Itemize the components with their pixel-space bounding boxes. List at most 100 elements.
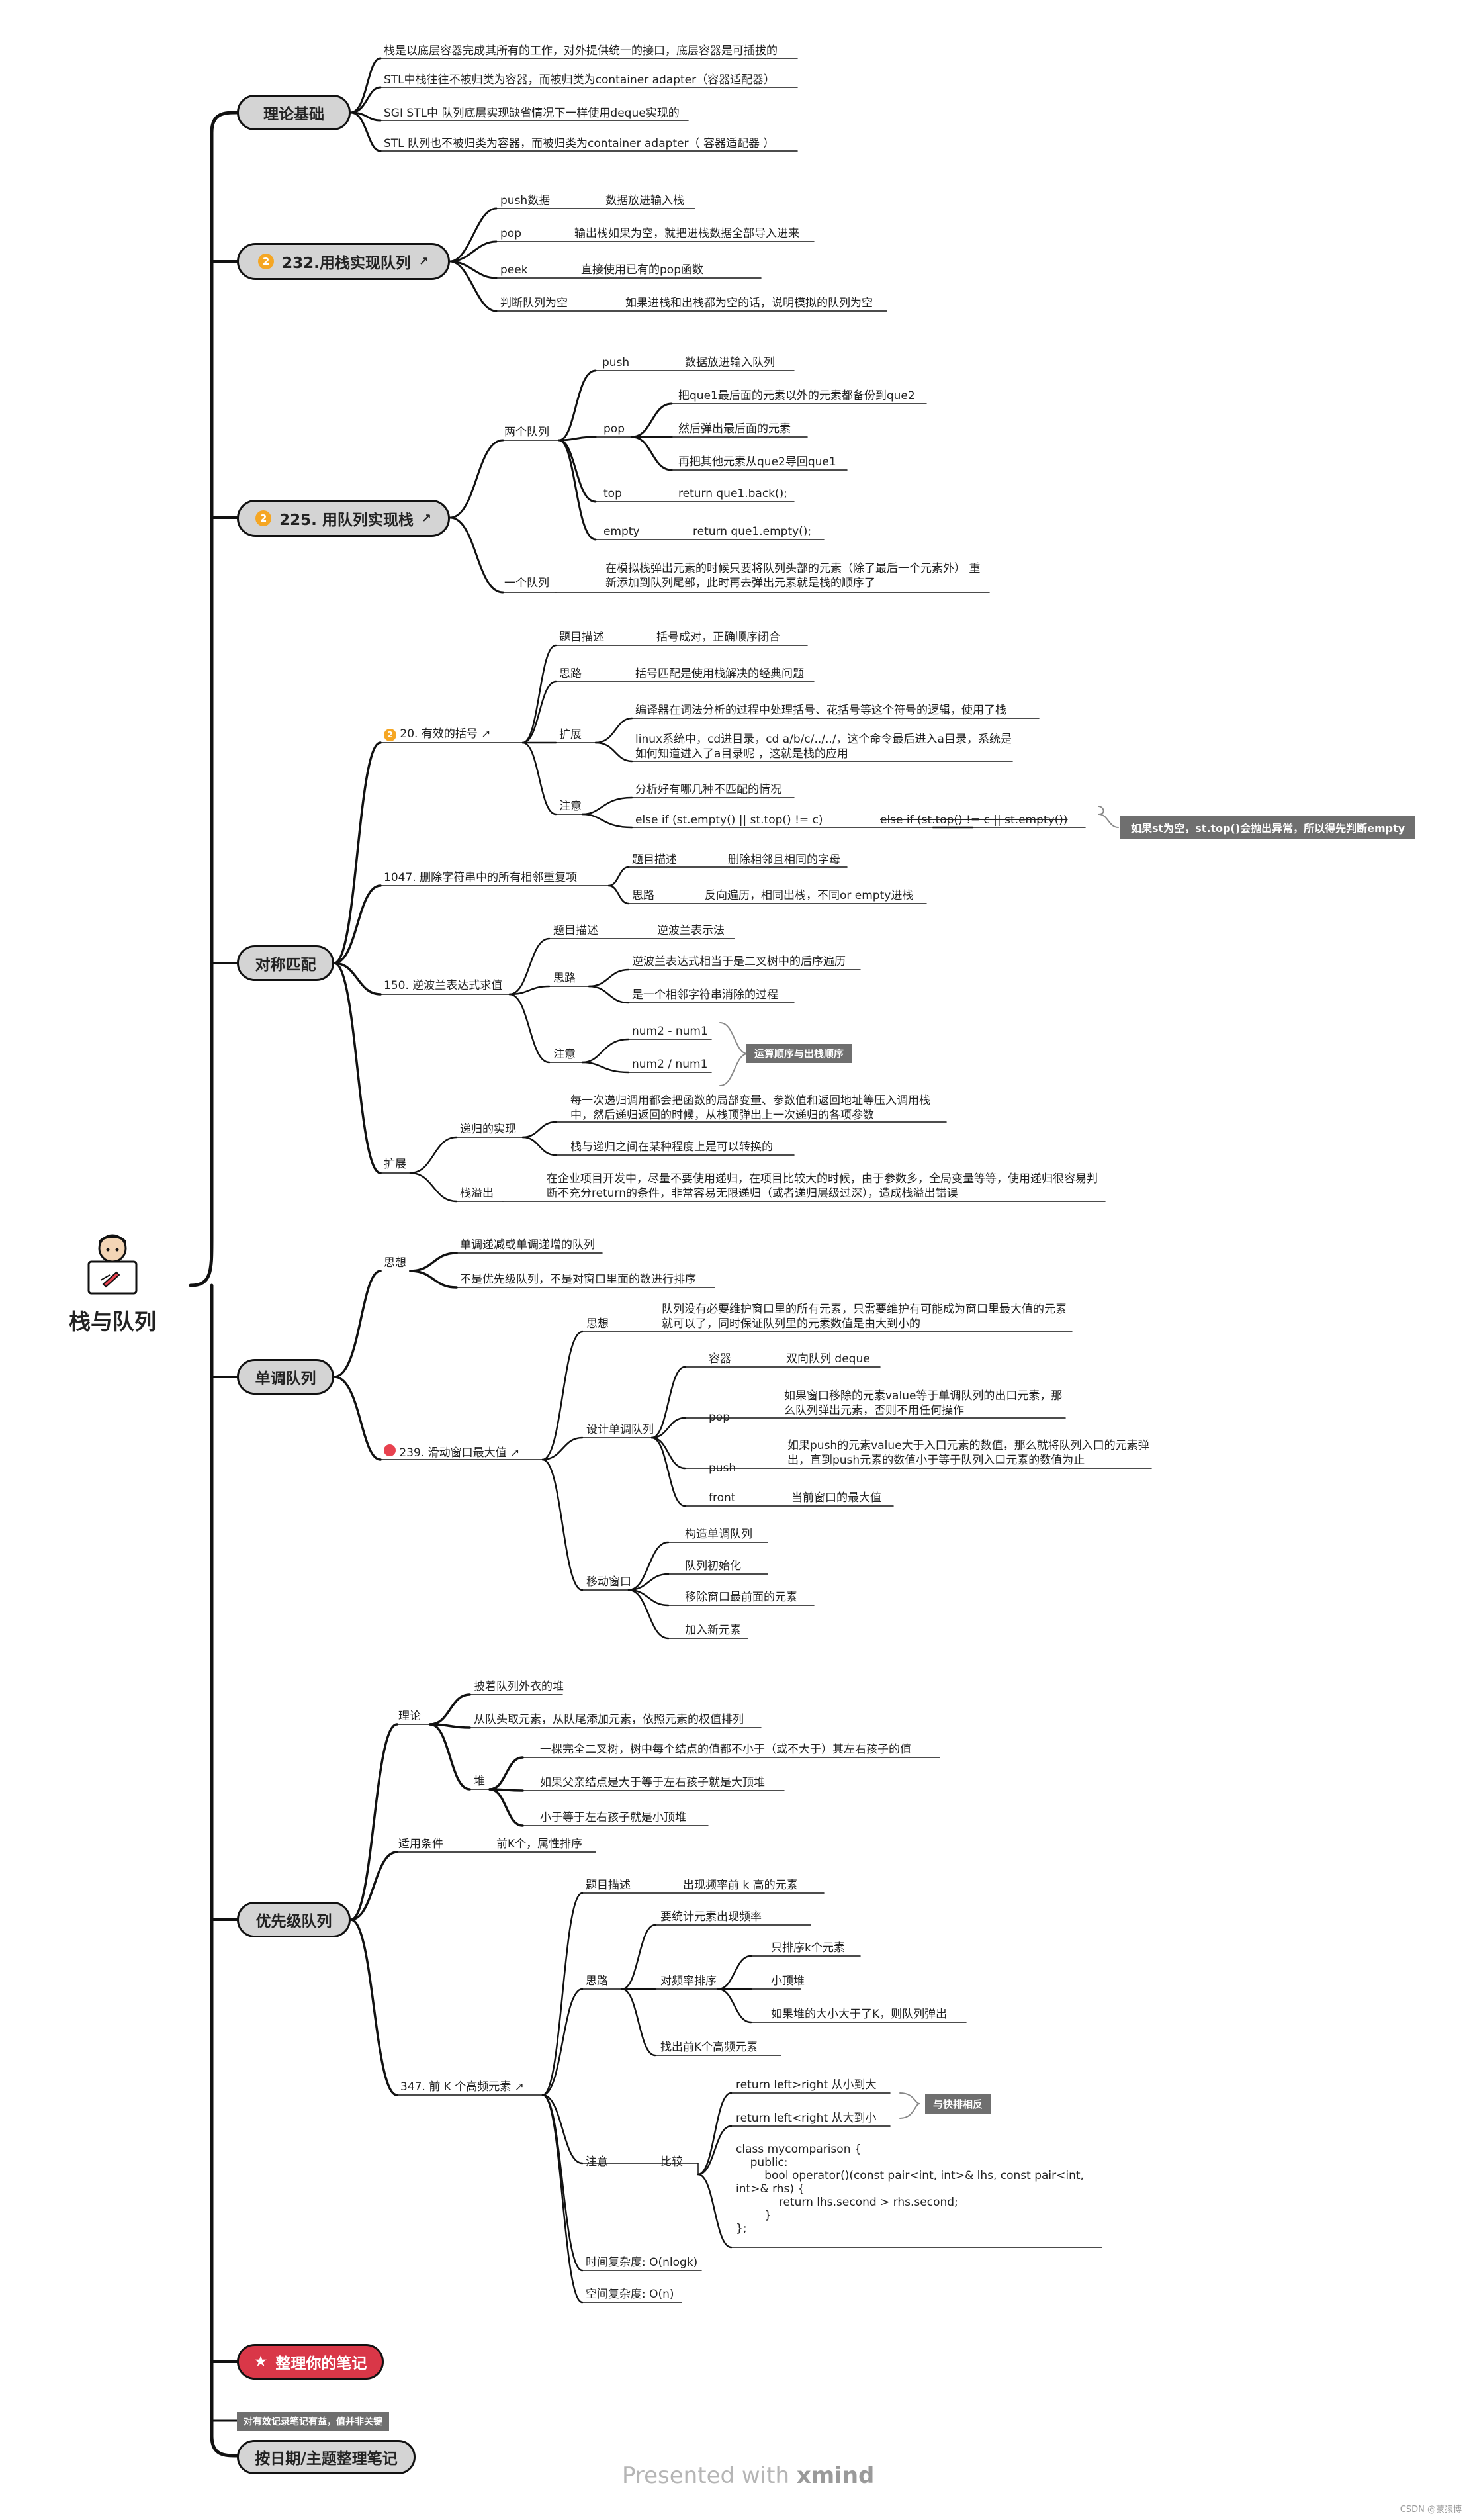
external-link-icon[interactable]: ↗ [421,511,431,526]
leaf-extension-linux: linux系统中，cd进目录，cd a/b/c/../../，这个命令最后进入a… [635,733,1012,761]
organize-by-date-button[interactable]: 按日期/主题整理笔记 [237,2440,416,2474]
leaf-add-element: 加入新元素 [685,1624,741,1637]
leaf-pop-desc: 输出栈如果为空，就把进栈数据全部导入进来 [574,227,799,240]
topic-theory-basics[interactable]: 理论基础 [237,95,351,130]
external-link-icon[interactable]: ↗ [418,254,429,269]
leaf-one-queue-desc: 在模拟栈弹出元素的时候只要将队列头部的元素（除了最后一个元素外） 重新添加到队列… [605,562,981,590]
leaf-not-priority-queue: 不是优先级队列，不是对窗口里面的数进行排序 [460,1273,696,1286]
node-applicable: 适用条件 [398,1838,443,1851]
leaf-note-wrong-order: else if (st.top() != c || st.empty()) [880,814,1068,827]
leaf-time-complexity: 时间复杂度: O(nlogk) [586,2256,698,2269]
priority-2-icon: 2 [258,254,275,269]
node-idea: 思想 [384,1256,406,1270]
leaf-front: 当前窗口的最大值 [791,1491,881,1505]
problem-20-valid-parentheses[interactable]: 2 20. 有效的括号 ↗ [384,727,491,741]
leaf-description: 删除相邻且相同的字母 [728,853,840,866]
external-link-icon[interactable]: ↗ [481,727,491,741]
leaf-idea: 反向遍历，相同出栈，不同or empty进栈 [705,889,914,902]
callout-opposite-quicksort: 与快排相反 [925,2094,991,2114]
node-description: 题目描述 [586,1879,631,1892]
node-top: top [603,487,622,500]
leaf-complete-binary-tree: 一棵完全二叉树，树中每个结点的值都不小于（或不大于）其左右孩子的值 [540,1743,911,1756]
node-note: 注意 [553,1048,576,1061]
notes-hint-callout: 对有效记录笔记有益，值并非关键 [237,2412,389,2431]
node-two-queues: 两个队列 [504,426,549,439]
leaf-min-heap: 小于等于左右孩子就是小顶堆 [540,1811,686,1824]
leaf-note-divide: num2 / num1 [632,1058,708,1071]
leaf-heap-pop: 如果堆的大小大于了K，则队列弹出 [771,2008,948,2021]
problem-239-sliding-window-max[interactable]: 239. 滑动窗口最大值 ↗ [384,1444,519,1460]
callout-operand-order: 运算顺序与出栈顺序 [746,1044,852,1063]
node-one-queue: 一个队列 [504,577,549,590]
leaf-description: 出现频率前 k 高的元素 [683,1879,798,1892]
node-front: front [709,1491,736,1505]
leaf-description: 括号成对，正确顺序闭合 [656,631,780,644]
central-topic[interactable]: 栈与队列 [53,1231,172,1336]
leaf-push-desc: 数据放进输入队列 [685,356,775,369]
leaf-monotonic: 单调递减或单调递增的队列 [460,1238,595,1252]
problem-1047-remove-duplicates[interactable]: 1047. 删除字符串中的所有相邻重复项 [384,871,578,884]
external-link-icon[interactable]: ↗ [514,2080,524,2094]
leaf-compare-descending: return left<right 从大到小 [736,2112,877,2125]
node-idea: 思路 [553,972,576,985]
leaf-pop: 如果窗口移除的元素value等于单调队列的出口元素，那么队列弹出元素，否则不用任… [784,1389,1063,1417]
student-avatar-icon [87,1234,138,1295]
node-extension: 扩展 [384,1158,406,1171]
leaf-stack-overflow-desc: 在企业项目开发中，尽量不要使用递归，在项目比较大的时候，由于参数多，全局变量等等… [547,1172,1098,1200]
leaf-extension-compiler: 编译器在词法分析的过程中处理括号、花括号等这个符号的逻辑，使用了栈 [635,704,1006,717]
leaf-pop-step3: 再把其他元素从que2导回que1 [678,455,836,469]
leaf-peek-desc: 直接使用已有的pop函数 [581,263,703,277]
leaf-note-correct-order: else if (st.empty() || st.top() != c) [635,814,823,827]
node-description: 题目描述 [559,631,604,644]
node-idea: 思路 [586,1975,608,1988]
topic-monotonic-queue[interactable]: 单调队列 [237,1359,334,1395]
leaf-note-subtract: num2 - num1 [632,1025,708,1038]
node-move-window: 移动窗口 [586,1575,631,1589]
external-link-icon[interactable]: ↗ [510,1446,520,1460]
node-description: 题目描述 [632,853,677,866]
leaf-idea-postorder: 逆波兰表达式相当于是二叉树中的后序遍历 [632,955,846,968]
node-heap: 堆 [474,1775,485,1788]
leaf-description: 逆波兰表示法 [657,924,725,937]
node-idea: 思想 [586,1317,609,1330]
node-push: push [602,356,630,369]
leaf-build-queue: 构造单调队列 [685,1528,752,1541]
node-idea: 思路 [559,667,582,680]
leaf-note-cases: 分析好有哪几种不匹配的情况 [635,783,781,796]
organize-notes-button[interactable]: ★整理你的笔记 [237,2344,384,2380]
priority-red-dot-icon [384,1444,396,1456]
star-icon: ★ [253,2353,268,2370]
leaf-stl-queue-adapter: STL 队列也不被归类为容器，而被归类为container adapter（ 容… [384,137,775,150]
priority-2-icon: 2 [255,510,272,526]
leaf-empty-desc: return que1.empty(); [693,525,812,538]
leaf-find-top-k: 找出前K个高频元素 [660,2041,758,2054]
topic-priority-queue[interactable]: 优先级队列 [237,1902,351,1937]
xmind-watermark: Presented with xmind [622,2462,875,2489]
problem-347-top-k-frequent[interactable]: 347. 前 K 个高频元素 ↗ [400,2080,524,2094]
leaf-push: 如果push的元素value大于入口元素的数值，那么就将队列入口的元素弹出，直到… [787,1439,1149,1467]
leaf-recursion-callstack: 每一次递归调用都会把函数的局部变量、参数值和返回地址等压入调用栈中，然后递归返回… [570,1094,930,1122]
leaf-idea-elimination: 是一个相邻字符串消除的过程 [632,988,778,1002]
callout-empty-check: 如果st为空，st.top()会抛出异常，所以得先判断empty [1120,816,1416,839]
leaf-stl-stack-adapter: STL中栈往往不被归类为容器，而被归类为container adapter（容器… [384,73,776,87]
problem-150-evaluate-rpn[interactable]: 150. 逆波兰表达式求值 [384,979,503,992]
leaf-top-desc: return que1.back(); [678,487,788,500]
leaf-container: 双向队列 deque [786,1352,870,1366]
node-empty: 判断队列为空 [500,297,568,310]
node-container: 容器 [709,1352,731,1366]
leaf-empty-desc: 如果进栈和出栈都为空的话，说明模拟的队列为空 [625,297,873,310]
csdn-credit: CSDN @蒙猿博 [1400,2505,1462,2515]
node-design-monotonic-queue: 设计单调队列 [586,1423,654,1436]
topic-symmetric-matching[interactable]: 对称匹配 [237,945,334,981]
node-sort-frequency: 对频率排序 [660,1975,717,1988]
leaf-front-back-order: 从队头取元素，从队尾添加元素，依照元素的权值排列 [474,1713,744,1726]
leaf-max-heap: 如果父亲结点是大于等于左右孩子就是大顶堆 [540,1776,765,1789]
node-push: push [709,1462,736,1475]
node-pop: pop [500,227,521,240]
leaf-init-queue: 队列初始化 [685,1560,741,1573]
leaf-recursion-convertible: 栈与递归之间在某种程度上是可以转换的 [570,1141,773,1154]
node-pop: pop [709,1411,730,1424]
